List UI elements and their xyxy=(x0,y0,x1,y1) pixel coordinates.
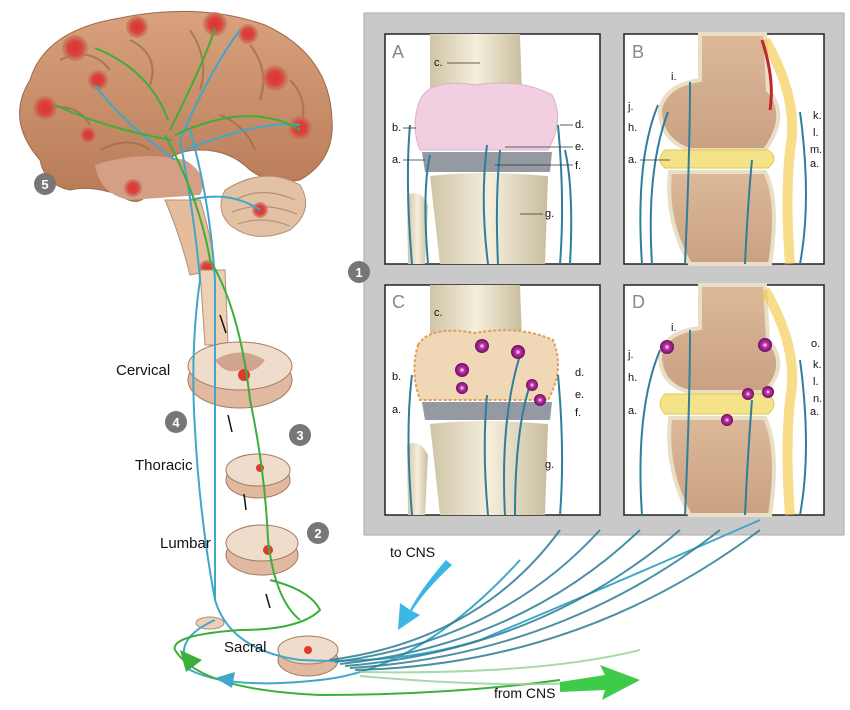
label-b: b. xyxy=(392,122,401,134)
segment-double-arrows xyxy=(219,314,271,609)
label-m: m. xyxy=(810,144,822,156)
motor-pathway xyxy=(54,27,561,697)
svg-text:4: 4 xyxy=(172,415,180,430)
marker-2: 2 xyxy=(307,522,329,544)
panel-b-letter: B xyxy=(632,42,644,62)
label-from-cns: from CNS xyxy=(494,685,555,701)
label-f: f. xyxy=(575,160,581,172)
to-cns-arrow xyxy=(398,560,452,630)
label-a-b2: a. xyxy=(810,158,819,170)
label-n: n. xyxy=(813,393,822,405)
svg-text:3: 3 xyxy=(296,428,303,443)
label-cervical: Cervical xyxy=(116,362,170,379)
panel-a-letter: A xyxy=(392,42,404,62)
panel-c-letter: C xyxy=(392,292,405,312)
marker-4: 4 xyxy=(165,411,187,433)
marker-5: 5 xyxy=(34,173,56,195)
label-h-d: h. xyxy=(628,372,637,384)
panel-d-letter: D xyxy=(632,292,645,312)
label-k: k. xyxy=(813,110,822,122)
from-cns-arrow xyxy=(560,665,640,700)
label-f-c: f. xyxy=(575,407,581,419)
panel-d: D i. j. h. a. o. k. l. n. a. xyxy=(623,283,825,517)
label-b-c: b. xyxy=(392,371,401,383)
label-to-cns: to CNS xyxy=(390,544,435,560)
lumbar-segment xyxy=(225,524,299,576)
label-a-c: a. xyxy=(392,404,401,416)
label-a: a. xyxy=(392,154,401,166)
label-g-c: g. xyxy=(545,459,554,471)
label-h: h. xyxy=(628,122,637,134)
label-i-d: i. xyxy=(671,322,677,334)
marker-3: 3 xyxy=(289,424,311,446)
label-e-c: e. xyxy=(575,389,584,401)
label-l: l. xyxy=(813,127,819,139)
label-lumbar: Lumbar xyxy=(160,535,211,552)
label-j-d: j. xyxy=(627,349,634,361)
label-d-c: d. xyxy=(575,367,584,379)
label-sacral: Sacral xyxy=(224,639,267,656)
svg-text:1: 1 xyxy=(355,265,362,280)
label-i: i. xyxy=(671,71,677,83)
label-e: e. xyxy=(575,141,584,153)
label-thoracic: Thoracic xyxy=(135,457,193,474)
label-a-d2: a. xyxy=(810,406,819,418)
panel-a: A c. b. a. d. e. f. g. xyxy=(384,33,601,265)
svg-text:5: 5 xyxy=(41,177,48,192)
label-c: c. xyxy=(434,57,443,69)
sacral-green-arrow xyxy=(180,650,202,672)
panel-b: B i. j. h. a. k. l. m. a. xyxy=(623,32,825,266)
panel-c: C c. b. a. d. e. f. g. xyxy=(384,284,601,516)
label-a-d: a. xyxy=(628,405,637,417)
label-j: j. xyxy=(627,101,634,113)
label-g: g. xyxy=(545,208,554,220)
label-l-d: l. xyxy=(813,376,819,388)
sacral-blue-arrow xyxy=(215,672,235,688)
thoracic-segment xyxy=(225,453,291,499)
label-a-b: a. xyxy=(628,154,637,166)
sacral-segment xyxy=(277,635,339,677)
svg-text:2: 2 xyxy=(314,526,321,541)
label-k-d: k. xyxy=(813,359,822,371)
brain xyxy=(19,10,333,276)
label-o: o. xyxy=(811,338,820,350)
label-c-c: c. xyxy=(434,307,443,319)
marker-1: 1 xyxy=(348,261,370,283)
cervical-segment xyxy=(187,341,293,409)
label-d: d. xyxy=(575,119,584,131)
